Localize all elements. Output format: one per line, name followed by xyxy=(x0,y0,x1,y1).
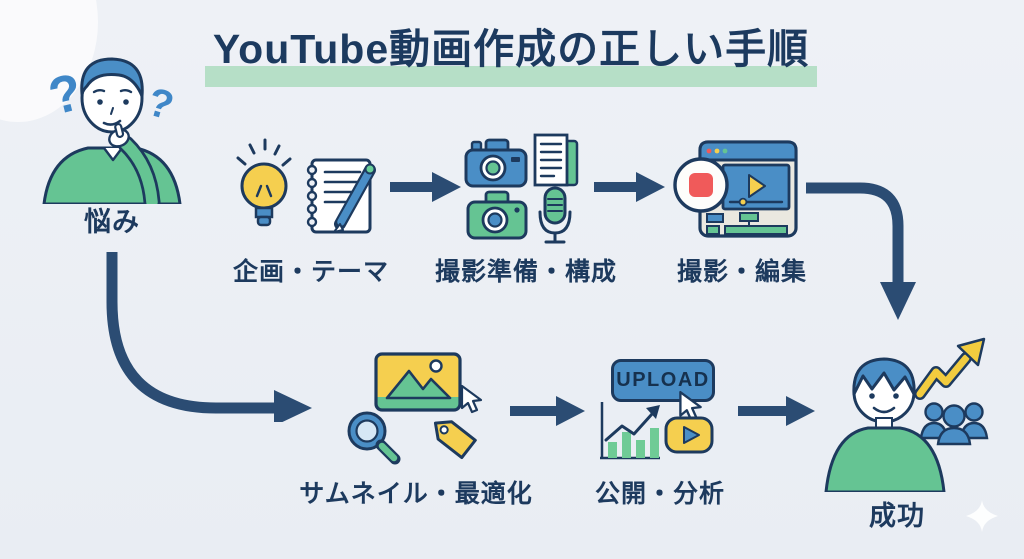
success-person-illustration xyxy=(824,337,989,492)
arrow-publish-to-success xyxy=(738,396,815,426)
cursor-icon xyxy=(460,384,483,414)
arrow-prep-to-shoot xyxy=(594,172,665,202)
publish-label: 公開・分析 xyxy=(594,480,726,508)
hair xyxy=(80,57,144,98)
video-play-icon xyxy=(664,416,714,454)
play-icon xyxy=(748,174,766,198)
title-highlight xyxy=(205,66,817,87)
arrow-shoot-down xyxy=(806,182,916,320)
shirt xyxy=(824,426,946,492)
camera-blue-icon xyxy=(464,138,528,188)
plan-label: 企画・テーマ xyxy=(232,258,390,286)
upload-button: UPLOAD xyxy=(611,359,715,402)
audience-icon xyxy=(919,402,989,446)
growth-arrow-icon xyxy=(914,337,986,400)
record-button-icon xyxy=(673,157,729,213)
worry-person-illustration: ? ? xyxy=(42,57,182,204)
hair xyxy=(852,357,916,396)
arrow-plan-to-prep xyxy=(390,172,461,202)
search-icon xyxy=(347,411,401,465)
microphone-icon xyxy=(538,186,572,244)
lightbulb-icon xyxy=(236,138,292,227)
shoot-label: 撮影・編集 xyxy=(676,258,808,286)
thumbnail-label: サムネイル・最適化 xyxy=(299,480,533,508)
sparkle-icon xyxy=(966,500,998,532)
upload-button-label: UPLOAD xyxy=(616,369,710,391)
arrow-thumbnail-to-publish xyxy=(510,396,585,426)
script-document-icon xyxy=(533,133,579,187)
success-label: 成功 xyxy=(869,501,925,531)
thumbnail-image-icon xyxy=(374,352,462,412)
title-block: YouTube動画作成の正しい手順 xyxy=(205,24,817,87)
question-mark-icon: ? xyxy=(143,80,179,129)
arrow-worry-down xyxy=(106,252,312,422)
camera-green-icon xyxy=(466,190,528,240)
notebook-pen-icon xyxy=(306,158,376,234)
worry-label: 悩み xyxy=(84,207,140,237)
page-title: YouTube動画作成の正しい手順 xyxy=(212,26,810,72)
tag-icon xyxy=(433,420,477,460)
prep-label: 撮影準備・構成 xyxy=(434,258,618,286)
video-editor-icon xyxy=(698,140,798,238)
analytics-chart-icon xyxy=(600,402,660,460)
